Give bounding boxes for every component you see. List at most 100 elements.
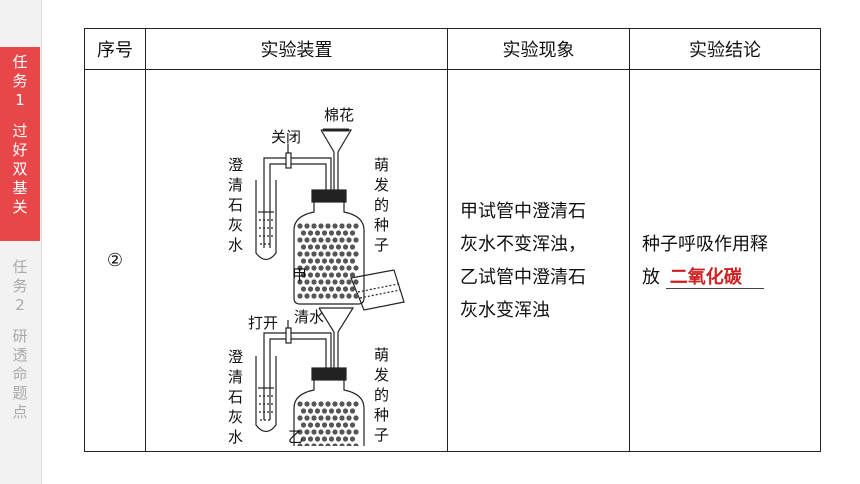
apparatus-diagram: 关闭 棉花 澄 清 石 灰 水 萌 发 的 种 子 甲 打开 清水 澄 [228, 106, 405, 477]
seed-dot [335, 258, 342, 264]
seed-dot [328, 258, 335, 264]
seed-dot [349, 244, 356, 250]
seed-dot [311, 401, 317, 407]
seed-dot [335, 230, 342, 236]
table-header-row: 序号 实验装置 实验现象 实验结论 [84, 28, 821, 70]
tab1-char: 基 [12, 179, 28, 197]
seed-dot [325, 293, 331, 299]
phenomenon-line: 灰水变浑浊 [460, 299, 550, 321]
label-seeds-a2: 发 [374, 176, 389, 194]
seed-dot [335, 286, 342, 292]
label-limewater-a1: 澄 [228, 156, 243, 174]
seed-dot [342, 272, 349, 278]
seed-dot [325, 415, 331, 421]
seed-dot [328, 244, 335, 250]
seed-dot [349, 258, 356, 264]
seed-dot [346, 265, 352, 271]
apparatus-cell: 关闭 棉花 澄 清 石 灰 水 萌 发 的 种 子 甲 打开 清水 澄 [145, 69, 448, 477]
seed-dot [349, 408, 356, 414]
seed-dot [332, 429, 338, 435]
seed-dot [342, 436, 349, 442]
seed-dot [349, 230, 356, 236]
seed-dot [332, 223, 338, 229]
label-close: 关闭 [271, 128, 301, 146]
seed-dot [311, 223, 317, 229]
seed-dot [304, 429, 310, 435]
seed-dot [325, 443, 331, 449]
seed-dot [346, 293, 352, 299]
label-limewater-a2: 清 [228, 176, 243, 194]
seed-dot [342, 286, 349, 292]
seed-dot [311, 429, 317, 435]
seed-dot [339, 443, 345, 449]
seed-dot [353, 251, 359, 257]
label-limewater-a4: 灰 [228, 216, 243, 234]
seed-dot [304, 251, 310, 257]
label-limewater-a5: 水 [228, 236, 243, 254]
seed-dot [332, 443, 338, 449]
label-limewater-b4: 灰 [228, 408, 243, 426]
seed-dot [307, 230, 314, 236]
seed-dot [332, 293, 338, 299]
seed-dot [314, 272, 321, 278]
seed-dot [304, 293, 310, 299]
sidebar-tab-task1[interactable]: 任 务 1 过 好 双 基 关 [0, 47, 40, 241]
label-water: 清水 [294, 308, 324, 326]
seed-dot [325, 251, 331, 257]
label-limewater-b5: 水 [228, 428, 243, 446]
seed-dot [321, 286, 328, 292]
seed-dot [311, 237, 317, 243]
seed-dot [297, 237, 303, 243]
seed-dot [332, 401, 338, 407]
tab2-char: 2 [15, 296, 25, 314]
conclusion-line-2: 放 二氧化碳 [642, 261, 808, 294]
seed-dot [297, 223, 303, 229]
seed-dot [304, 443, 310, 449]
seed-dot [353, 223, 359, 229]
seed-dot [300, 286, 307, 292]
seed-dot [304, 265, 310, 271]
seed-dot [346, 223, 352, 229]
seed-dot [346, 429, 352, 435]
seed-dot [335, 244, 342, 250]
seed-dot [304, 223, 310, 229]
seed-dot [321, 272, 328, 278]
seed-dot [297, 293, 303, 299]
seed-dot [353, 265, 359, 271]
label-limewater-b3: 石 [228, 388, 243, 406]
setup-b [255, 269, 405, 477]
seed-dot [339, 223, 345, 229]
seed-dot [328, 408, 335, 414]
seed-dot [318, 443, 324, 449]
sidebar-tab-task2[interactable]: 任 务 2 研 透 命 题 点 [0, 252, 40, 442]
seed-dot [311, 279, 317, 285]
seed-dot [318, 251, 324, 257]
seed-dot [332, 415, 338, 421]
seed-dot [349, 272, 356, 278]
label-limewater-b1: 澄 [228, 348, 243, 366]
seed-dot [318, 293, 324, 299]
seed-dot [314, 258, 321, 264]
seed-dot [332, 237, 338, 243]
seed-dot [307, 244, 314, 250]
seed-dot [311, 251, 317, 257]
seed-dot [353, 429, 359, 435]
seed-dot [335, 422, 342, 428]
seed-dot [328, 422, 335, 428]
seed-dot [307, 422, 314, 428]
seed-dot [335, 272, 342, 278]
label-open: 打开 [248, 314, 278, 332]
header-conclusion: 实验结论 [629, 28, 821, 70]
tab1-char: 任 [12, 53, 28, 71]
seed-dot [318, 429, 324, 435]
seed-dot [346, 401, 352, 407]
tab2-char: 务 [12, 277, 28, 295]
tab1-char: 1 [15, 91, 25, 109]
seed-dot [318, 237, 324, 243]
seed-dot [297, 415, 303, 421]
sidebar: 任 务 1 过 好 双 基 关 任 务 2 研 透 命 题 点 [0, 0, 42, 484]
phenomenon-cell: 甲试管中澄清石 灰水不变浑浊， 乙试管中澄清石 灰水变浑浊 [447, 69, 630, 452]
seed-dot [353, 401, 359, 407]
seed-dot [353, 443, 359, 449]
tab1-char: 双 [12, 160, 28, 178]
